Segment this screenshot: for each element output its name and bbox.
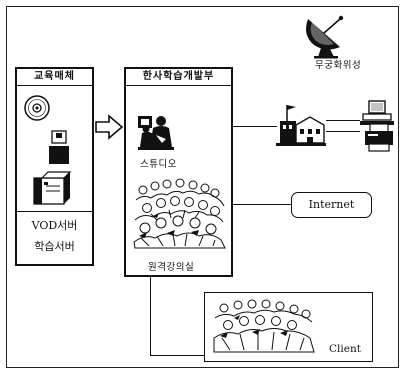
desktop-computer-icon: [360, 100, 394, 126]
client-crowd-icon: [212, 298, 316, 356]
classroom-crowd-icon: [133, 176, 226, 251]
connector-to-printer: [326, 131, 360, 132]
internet-node: Internet: [291, 192, 372, 218]
books-icon: [30, 172, 72, 208]
compact-disc-icon: [24, 95, 50, 121]
studio-people-icon: [136, 113, 176, 155]
learning-server-label: 학습서버: [17, 238, 92, 254]
teaching-media-title: 교육매체: [17, 69, 92, 86]
satellite-label: 무궁화위성: [315, 57, 361, 71]
connector-to-computer: [326, 120, 360, 121]
hollow-arrow-icon: [95, 115, 123, 139]
client-label: Client: [329, 343, 361, 355]
printer-icon: [364, 124, 394, 152]
studio-label: 스튜디오: [140, 156, 177, 170]
floppy-disk-icon: [49, 130, 69, 165]
dev-center-title: 한사학습개발부: [126, 69, 231, 86]
connector-down: [150, 277, 151, 356]
connector-to-internet: [233, 204, 291, 205]
campus-building-icon: [276, 101, 326, 147]
lecture-room-label: 원격강의실: [148, 259, 194, 273]
teaching-media-divider: [17, 211, 92, 212]
vod-server-label: VOD서버: [17, 217, 92, 233]
connector-to-client: [150, 355, 204, 356]
connector-to-building: [233, 126, 277, 127]
satellite-dish-icon: [300, 13, 352, 59]
